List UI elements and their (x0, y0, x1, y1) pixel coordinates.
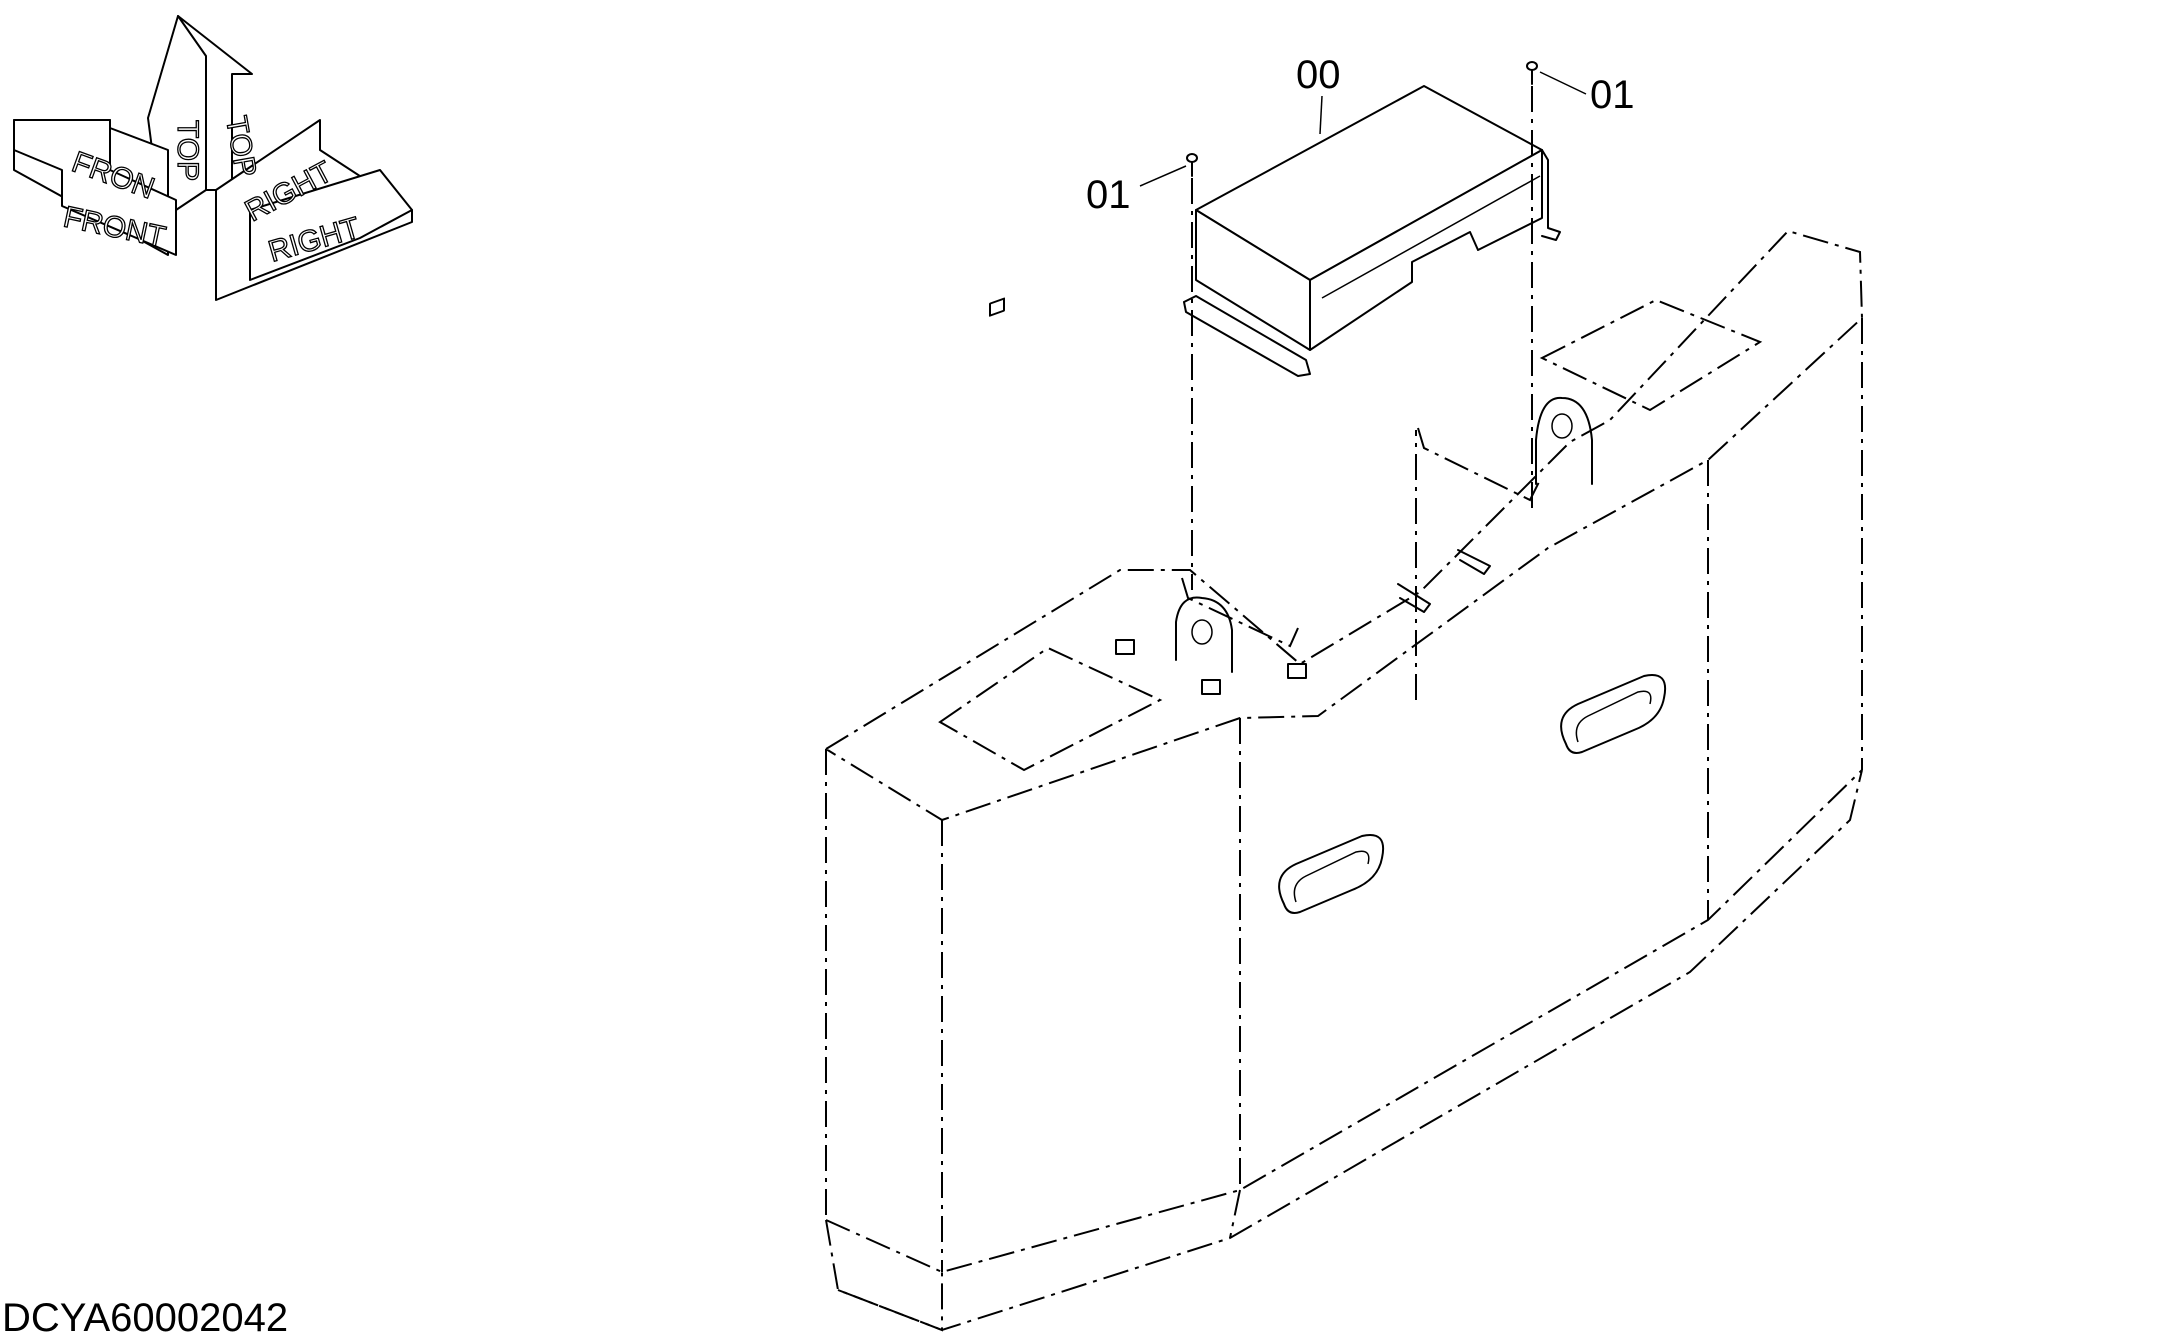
lifting-lug-right (1535, 396, 1593, 485)
clip-2 (1115, 639, 1135, 655)
drawing-number: DCYA60002042 (2, 1296, 289, 1340)
cover-flange-right (1541, 149, 1561, 241)
counterweight-lower-band-top (825, 769, 1863, 1274)
counterweight-bottom-corner (837, 1272, 943, 1332)
hand-hold-left (1278, 834, 1384, 914)
clip-1 (989, 297, 1005, 317)
hand-hold-right (1560, 674, 1666, 754)
cover-fold-line (1321, 175, 1541, 299)
callout-bolt-left: 01 (1086, 173, 1131, 217)
orientation-indicator: FRON FRONT TOP TOP RIGHT RIGHT (13, 15, 413, 301)
bolt-left (1186, 153, 1198, 177)
bolt-right-head (1526, 61, 1538, 71)
top-clips (989, 297, 1491, 695)
hand-hold-right-inner (1575, 690, 1652, 743)
right-arrow-face (249, 169, 413, 281)
bracket-mount-left (1181, 577, 1299, 648)
bolt-left-head (1186, 153, 1198, 163)
counterweight-bottom-outline (825, 769, 1863, 1332)
top-label-inner: TOP (171, 120, 204, 181)
lifting-lug-left-outline (1175, 596, 1233, 673)
hand-holds (1278, 674, 1666, 914)
hand-hold-left-inner (1293, 850, 1370, 903)
right-top-plate (1539, 298, 1763, 412)
front-arrow-face (13, 119, 177, 256)
bracket-mount-right (1417, 427, 1541, 502)
lifting-lug-left (1175, 596, 1233, 673)
lifting-lug-right-outline (1535, 396, 1593, 485)
left-top-plate (938, 646, 1163, 772)
clip-5 (1397, 583, 1431, 613)
bolt-right (1526, 61, 1538, 85)
lifting-lug-right-hole (1551, 413, 1573, 439)
lifting-lug-left-hole (1191, 619, 1213, 645)
cover-flange-left (1183, 295, 1311, 377)
counterweight-top-outline (825, 229, 1864, 822)
callout-part-00: 00 (1296, 53, 1341, 97)
callout-bolt-right: 01 (1590, 73, 1635, 117)
cover-front (1309, 149, 1543, 351)
counterweight-bottom-split (1229, 1189, 1241, 1239)
leader-bolt-left (1139, 165, 1187, 187)
cover-part-00 (1183, 85, 1561, 377)
leader-bolt-right (1539, 71, 1587, 95)
clip-3 (1201, 679, 1221, 695)
clip-6 (1457, 549, 1491, 575)
leader-part-00 (1319, 95, 1323, 135)
counterweight-phantom (825, 229, 1864, 1332)
clip-4 (1287, 663, 1307, 679)
